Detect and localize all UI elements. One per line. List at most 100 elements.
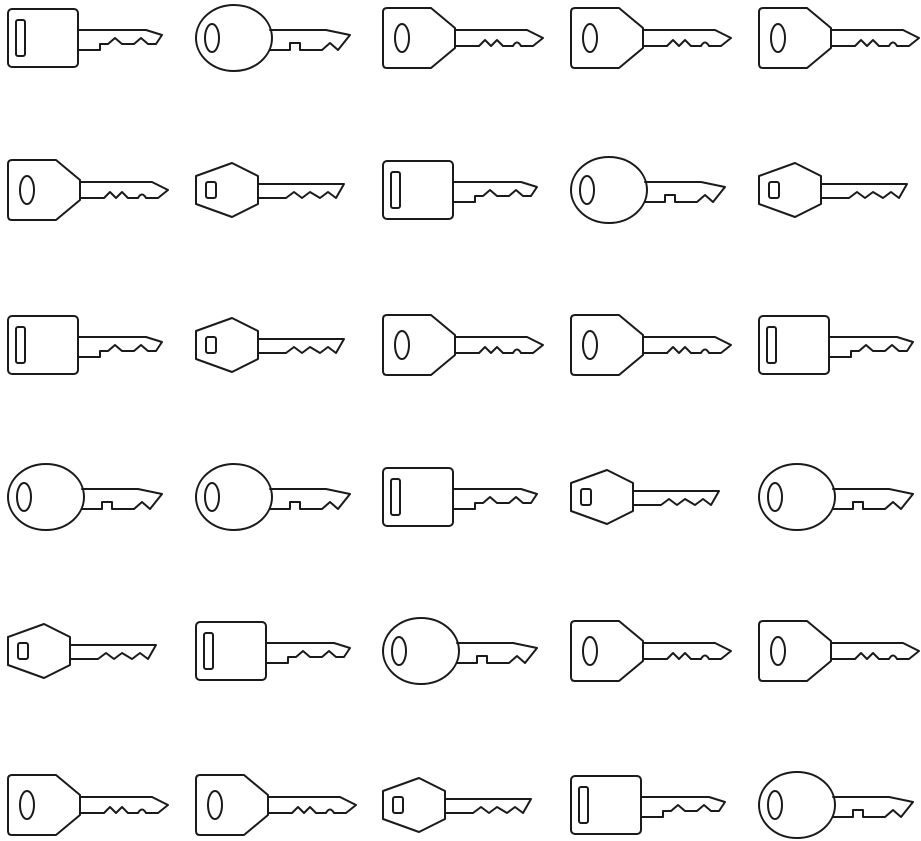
key-hole-oval <box>767 482 783 512</box>
key-blade-sawtooth <box>820 183 908 199</box>
key-head-pentagon <box>570 314 644 376</box>
key-blade-notched <box>265 642 351 664</box>
key-hole-oval <box>394 330 410 360</box>
key-blade-hook <box>79 796 169 814</box>
key-head-hexagon <box>195 162 259 218</box>
key-blade-hook <box>830 29 920 47</box>
key-blade-notched <box>452 488 538 510</box>
key-icon <box>195 317 345 373</box>
key-blade-sawtooth <box>632 490 720 506</box>
key-head-hexagon <box>7 623 71 679</box>
key-icon <box>7 8 163 68</box>
key-hole-rect <box>17 642 29 660</box>
key-hole-rect <box>205 336 217 354</box>
key-icon <box>195 463 351 531</box>
key-hole-oval <box>770 636 786 666</box>
key-blade-notched <box>640 796 726 818</box>
key-icon <box>758 620 920 682</box>
key-icon <box>382 467 538 527</box>
key-hole-oval <box>19 175 35 205</box>
key-icon <box>382 314 544 376</box>
key-head-square <box>570 775 642 835</box>
key-blade-hook <box>454 336 544 354</box>
key-head-pentagon <box>195 774 269 836</box>
key-hole-slot <box>203 632 214 670</box>
key-icon <box>382 7 544 69</box>
key-icon <box>570 775 726 835</box>
key-blade-sawtooth <box>257 338 345 354</box>
key-head-oval <box>382 617 460 685</box>
key-head-square <box>7 8 79 68</box>
key-icon <box>758 7 920 69</box>
key-blade-stepped <box>832 796 914 818</box>
key-blade-stepped <box>456 642 538 664</box>
key-hole-oval <box>770 23 786 53</box>
key-head-square <box>758 315 830 375</box>
key-icon <box>570 156 726 224</box>
key-hole-oval <box>582 23 598 53</box>
key-head-oval <box>758 771 836 839</box>
key-icon <box>7 623 157 679</box>
key-blade-hook <box>79 181 169 199</box>
key-hole-rect <box>205 181 217 199</box>
key-icon <box>7 774 169 836</box>
key-blade-hook <box>830 642 920 660</box>
key-hole-slot <box>578 786 589 824</box>
key-head-oval <box>758 463 836 531</box>
key-blade-sawtooth <box>257 183 345 199</box>
key-hole-oval <box>204 482 220 512</box>
key-hole-oval <box>582 636 598 666</box>
key-blade-notched <box>828 336 914 358</box>
key-head-square <box>7 315 79 375</box>
key-head-pentagon <box>758 7 832 69</box>
key-icon <box>195 621 351 681</box>
key-hole-rect <box>580 488 592 506</box>
key-head-pentagon <box>382 314 456 376</box>
key-icon <box>382 617 538 685</box>
key-head-square <box>382 467 454 527</box>
key-icon <box>758 463 914 531</box>
key-blade-sawtooth <box>69 644 157 660</box>
key-hole-oval <box>582 330 598 360</box>
key-head-hexagon <box>382 777 446 833</box>
key-blade-stepped <box>832 488 914 510</box>
key-hole-oval <box>579 175 595 205</box>
key-icon <box>7 463 163 531</box>
key-icon <box>570 7 732 69</box>
key-icon <box>570 620 732 682</box>
key-icon <box>570 469 720 525</box>
key-icon <box>7 315 163 375</box>
key-hole-oval <box>207 790 223 820</box>
key-icon <box>382 777 532 833</box>
key-hole-slot <box>390 478 401 516</box>
key-hole-rect <box>768 181 780 199</box>
key-blade-stepped <box>644 181 726 203</box>
key-icon <box>195 4 351 72</box>
key-blade-stepped <box>269 488 351 510</box>
key-head-oval <box>195 463 273 531</box>
key-icon <box>758 162 908 218</box>
key-head-square <box>195 621 267 681</box>
key-blade-hook <box>642 336 732 354</box>
key-hole-oval <box>394 23 410 53</box>
key-blade-sawtooth <box>444 798 532 814</box>
key-icon <box>7 159 169 221</box>
key-head-pentagon <box>7 774 81 836</box>
key-icon <box>758 771 914 839</box>
key-head-pentagon <box>570 7 644 69</box>
key-blade-notched <box>77 336 163 358</box>
key-head-square <box>382 160 454 220</box>
key-icon <box>195 162 345 218</box>
key-hole-oval <box>767 790 783 820</box>
key-hole-rect <box>392 796 404 814</box>
key-hole-oval <box>19 790 35 820</box>
key-hole-slot <box>15 326 26 364</box>
key-head-oval <box>7 463 85 531</box>
key-hole-oval <box>16 482 32 512</box>
key-icon <box>195 774 357 836</box>
key-hole-slot <box>766 326 777 364</box>
key-hole-oval <box>391 636 407 666</box>
key-head-oval <box>195 4 273 72</box>
key-icon <box>382 160 538 220</box>
key-blade-hook <box>267 796 357 814</box>
